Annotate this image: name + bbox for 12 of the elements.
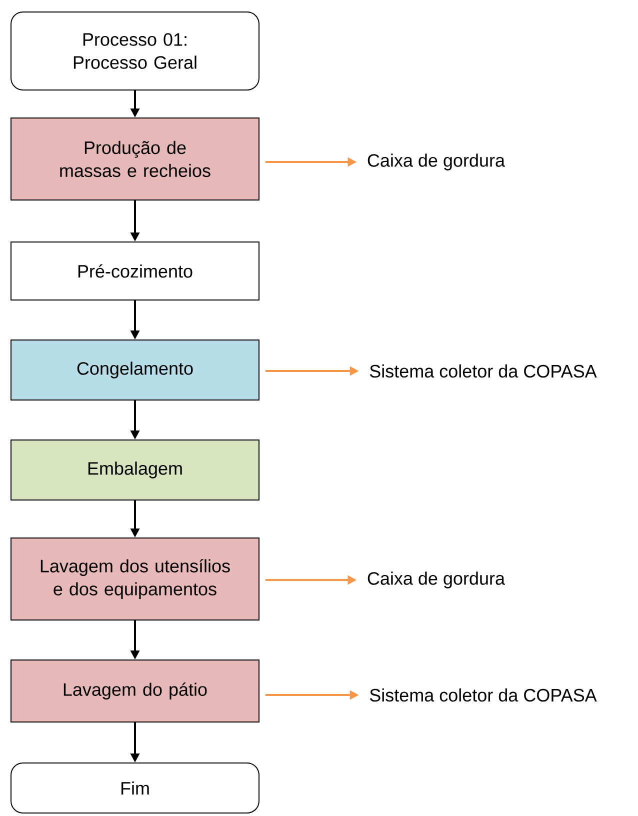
- outlet-label: Sistema coletor da COPASA: [370, 688, 597, 702]
- process-box: Lavagem do pátio: [10, 660, 260, 722]
- terminal-box: Fim: [10, 762, 260, 814]
- process-box: Pré-cozimento: [10, 242, 260, 300]
- process-box: Produção de massas e recheios: [10, 118, 260, 200]
- process-box: Lavagem dos utensílios e dos equipamentos: [10, 538, 260, 620]
- process-box: Embalagem: [10, 440, 260, 500]
- process-box: Congelamento: [10, 340, 260, 400]
- outlet-label: Caixa de gordura: [368, 154, 505, 170]
- outlet-label: Caixa de gordura: [368, 572, 505, 588]
- terminal-box: Processo 01: Processo Geral: [10, 12, 260, 90]
- outlet-label: Sistema coletor da COPASA: [370, 364, 597, 378]
